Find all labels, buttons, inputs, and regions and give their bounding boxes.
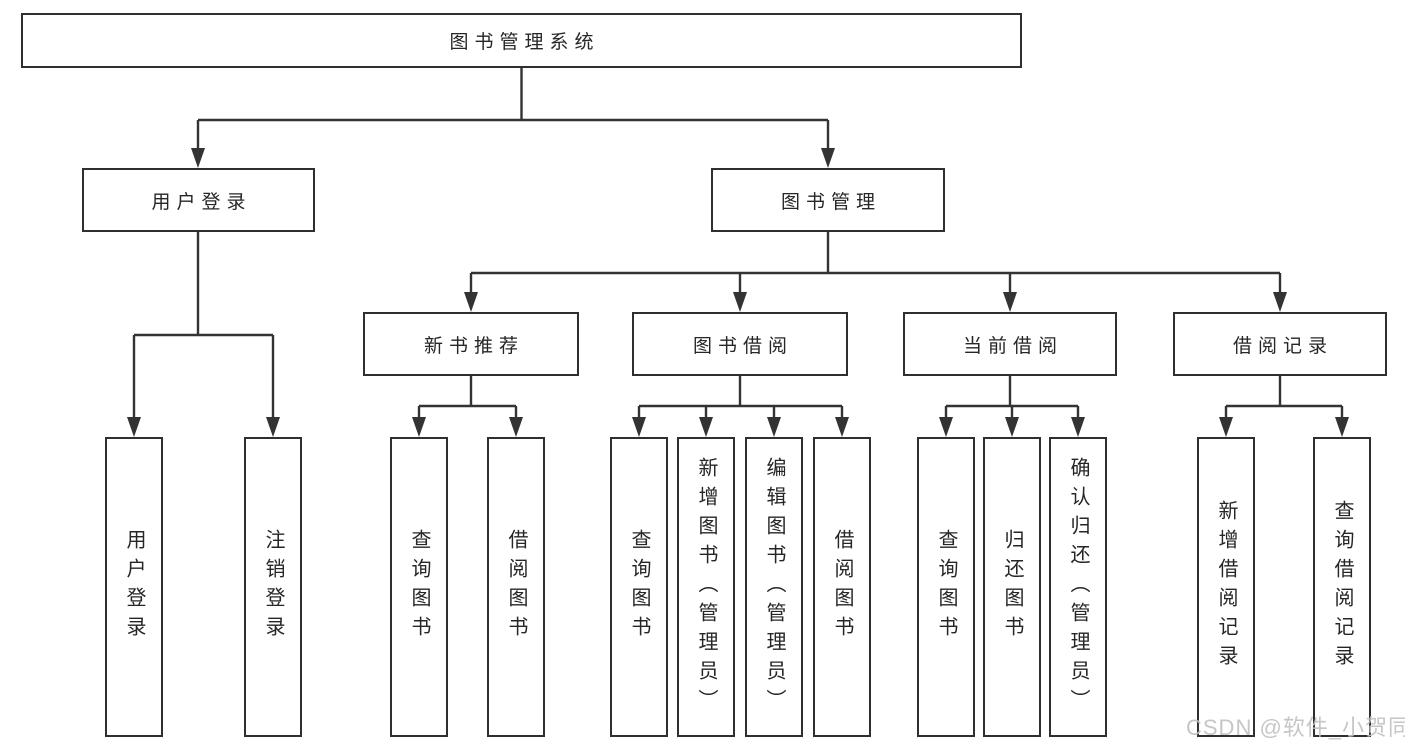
tree-edges: [132, 68, 1344, 419]
node-borrow-records: 借阅记录: [1173, 312, 1387, 376]
node-book-management: 图书管理: [711, 168, 945, 232]
leaf-user-login: 用户登录: [105, 437, 163, 737]
leaf-records-add-borrow-record-label: 新增借阅记录: [1215, 500, 1237, 674]
leaf-borrow-add-books-admin: 新增图书（管理员）: [677, 437, 735, 737]
leaf-borrow-edit-books-admin: 编辑图书（管理员）: [745, 437, 803, 737]
node-root: 图书管理系统: [21, 13, 1022, 68]
leaf-current-confirm-return-admin-label: 确认归还（管理员）: [1067, 456, 1089, 718]
leaf-borrow-query-books: 查询图书: [610, 437, 668, 737]
leaf-logout: 注销登录: [244, 437, 302, 737]
leaf-recommend-borrow-books: 借阅图书: [487, 437, 545, 737]
leaf-records-query-borrow-record: 查询借阅记录: [1313, 437, 1371, 737]
arrowheads: [127, 148, 1349, 437]
node-book-borrow-label: 图书借阅: [692, 335, 793, 357]
leaf-current-query-books: 查询图书: [917, 437, 975, 737]
leaf-current-confirm-return-admin: 确认归还（管理员）: [1049, 437, 1107, 737]
node-book-management-label: 图书管理: [780, 191, 881, 213]
node-current-borrow-label: 当前借阅: [962, 335, 1063, 357]
node-new-book-recommend: 新书推荐: [363, 312, 579, 376]
leaf-recommend-borrow-books-label: 借阅图书: [505, 529, 527, 645]
csdn-watermark: CSDN @软件_小贺同学: [1186, 715, 1405, 740]
node-user-login-label: 用户登录: [151, 191, 252, 213]
leaf-current-query-books-label: 查询图书: [935, 529, 957, 645]
leaf-recommend-query-books: 查询图书: [390, 437, 448, 737]
node-user-login: 用户登录: [82, 168, 315, 232]
leaf-current-return-books: 归还图书: [983, 437, 1041, 737]
leaf-borrow-query-books-label: 查询图书: [628, 529, 650, 645]
node-current-borrow: 当前借阅: [903, 312, 1117, 376]
node-new-book-recommend-label: 新书推荐: [423, 335, 524, 357]
leaf-records-add-borrow-record: 新增借阅记录: [1197, 437, 1255, 737]
leaf-logout-label: 注销登录: [262, 529, 284, 645]
node-book-borrow: 图书借阅: [632, 312, 848, 376]
leaf-borrow-edit-books-admin-label: 编辑图书（管理员）: [763, 456, 785, 718]
leaf-user-login-label: 用户登录: [123, 529, 145, 645]
node-root-label: 图书管理系统: [449, 32, 600, 53]
leaf-borrow-borrow-books: 借阅图书: [813, 437, 871, 737]
node-borrow-records-label: 借阅记录: [1232, 335, 1333, 357]
leaf-borrow-add-books-admin-label: 新增图书（管理员）: [695, 456, 717, 718]
leaf-recommend-query-books-label: 查询图书: [408, 529, 430, 645]
leaf-records-query-borrow-record-label: 查询借阅记录: [1331, 500, 1353, 674]
leaf-borrow-borrow-books-label: 借阅图书: [831, 529, 853, 645]
leaf-current-return-books-label: 归还图书: [1001, 529, 1023, 645]
